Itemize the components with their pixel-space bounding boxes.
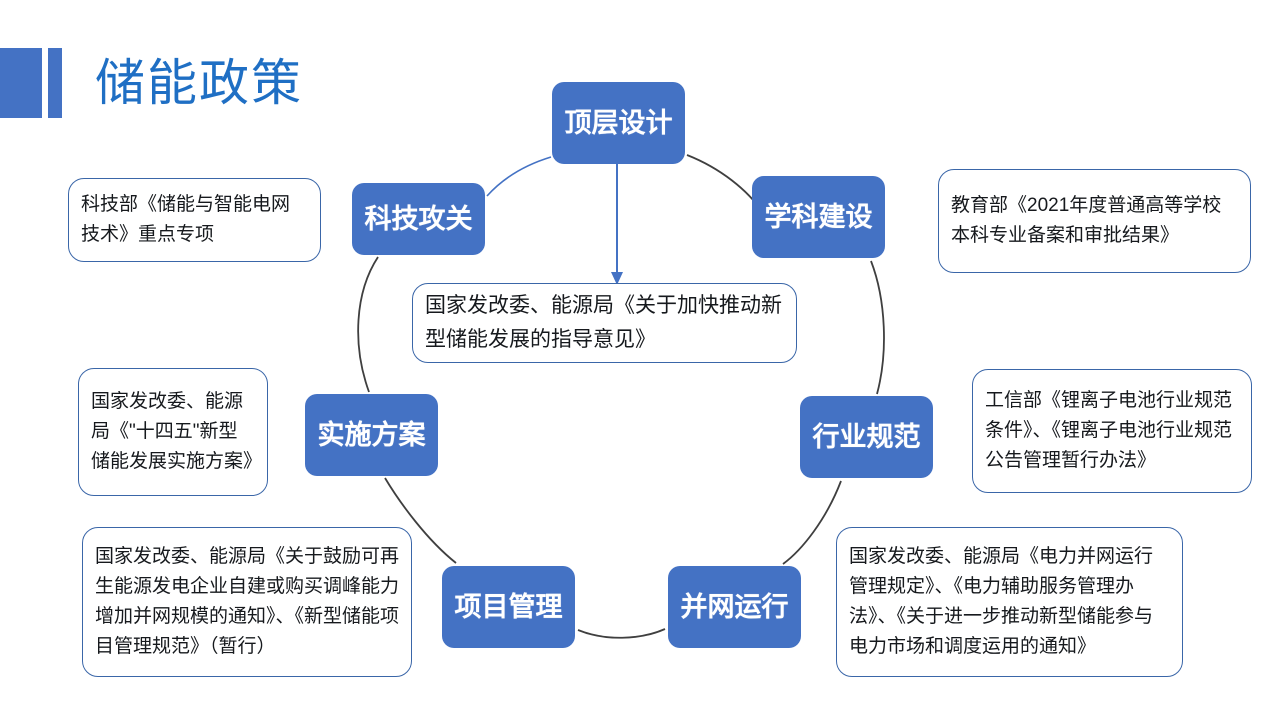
callout-discipline: 教育部《2021年度普通高等学校本科专业备案和审批结果》 — [938, 169, 1251, 273]
callout-grid-operation: 国家发改委、能源局《电力并网运行管理规定》、《电力辅助服务管理办法》、《关于进一… — [836, 527, 1183, 677]
callout-text: 国家发改委、能源局《关于加快推动新型储能发展的指导意见》 — [425, 294, 782, 351]
callout-text: 国家发改委、能源局《电力并网运行管理规定》、《电力辅助服务管理办法》、《关于进一… — [849, 546, 1154, 657]
arc-discipline-to-standard — [870, 260, 885, 395]
callout-center-guidance: 国家发改委、能源局《关于加快推动新型储能发展的指导意见》 — [412, 283, 797, 363]
cycle-node-label: 行业规范 — [812, 422, 921, 452]
cycle-node-top-design[interactable]: 顶层设计 — [552, 82, 685, 164]
callout-industry-standard: 工信部《锂离子电池行业规范条件》、《锂离子电池行业规范公告管理暂行办法》 — [972, 369, 1252, 493]
callout-text: 工信部《锂离子电池行业规范条件》、《锂离子电池行业规范公告管理暂行办法》 — [985, 390, 1233, 471]
cycle-node-label: 顶层设计 — [564, 108, 673, 138]
callout-text: 教育部《2021年度普通高等学校本科专业备案和审批结果》 — [951, 195, 1222, 246]
callout-tech-research: 科技部《储能与智能电网技术》重点专项 — [68, 178, 321, 262]
cycle-node-industry-standard[interactable]: 行业规范 — [800, 396, 933, 478]
cycle-node-grid-operation[interactable]: 并网运行 — [668, 566, 801, 648]
arrow-topdesign-to-center — [611, 164, 623, 285]
cycle-node-label: 项目管理 — [454, 592, 563, 622]
cycle-node-tech-research[interactable]: 科技攻关 — [352, 183, 485, 255]
callout-text: 国家发改委、能源局《"十四五"新型储能发展实施方案》 — [91, 391, 263, 472]
callout-text: 科技部《储能与智能电网技术》重点专项 — [81, 194, 291, 245]
cycle-node-implementation-plan[interactable]: 实施方案 — [305, 394, 438, 476]
callout-text: 国家发改委、能源局《关于鼓励可再生能源发电企业自建或购买调峰能力增加并网规模的通… — [95, 546, 400, 657]
callout-implementation-plan: 国家发改委、能源局《"十四五"新型储能发展实施方案》 — [78, 368, 268, 496]
arc-implementation-to-tech — [357, 256, 379, 393]
title-accent-bar-narrow — [48, 48, 62, 118]
cycle-node-label: 实施方案 — [317, 420, 426, 450]
cycle-node-label: 学科建设 — [764, 202, 873, 232]
cycle-node-project-management[interactable]: 项目管理 — [442, 566, 575, 648]
callout-project-management: 国家发改委、能源局《关于鼓励可再生能源发电企业自建或购买调峰能力增加并网规模的通… — [82, 527, 412, 677]
arc-tech-to-topdesign — [486, 156, 552, 197]
arc-grid-to-project — [577, 628, 666, 639]
cycle-node-label: 科技攻关 — [364, 204, 473, 234]
arc-standard-to-grid — [782, 480, 842, 565]
title-accent-bar-wide — [0, 48, 42, 118]
page-title: 储能政策 — [95, 55, 303, 111]
cycle-node-discipline[interactable]: 学科建设 — [752, 176, 885, 258]
cycle-node-label: 并网运行 — [680, 592, 789, 622]
